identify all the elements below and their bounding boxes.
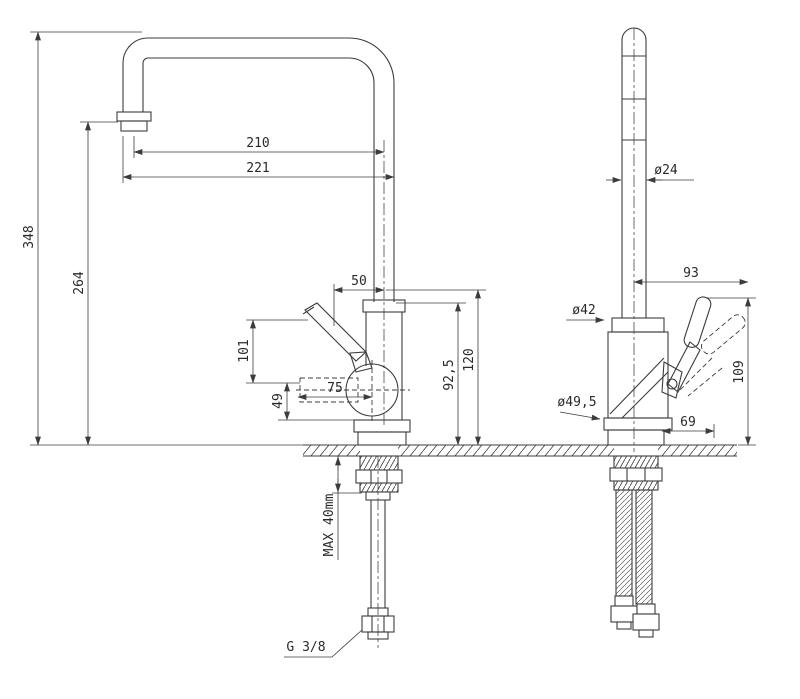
side-base-flange [603, 417, 673, 431]
dim-label-spout-reach: 210 [246, 136, 269, 151]
front-view: 348 264 210 221 50 101 49 75 92,5 120 MA… [22, 31, 486, 658]
front-dimension-lines [30, 31, 486, 658]
side-handle-pivot [666, 378, 678, 390]
supply-hose-left [615, 489, 633, 597]
dim-label-spout-reach-outer: 221 [246, 161, 269, 176]
hose-fitting-right [632, 613, 660, 631]
dim-label-spout-outlet-height: 264 [72, 271, 87, 295]
side-view: ø24 93 ø42 ø49,5 109 69 [557, 27, 756, 638]
dim-label-base-diameter: ø49,5 [557, 395, 596, 410]
countertop [303, 444, 737, 457]
dim-label-top-offset: 50 [351, 274, 367, 289]
dim-label-body-diameter: ø42 [572, 303, 595, 318]
dim-leader-49-5 [559, 411, 601, 421]
dim-label-total-height: 348 [22, 225, 37, 248]
front-spout [116, 37, 395, 302]
dim-label-handle-offset: 69 [680, 415, 696, 430]
dim-label-handle-low: 49 [271, 393, 286, 409]
side-dimension-labels: ø24 93 ø42 ø49,5 109 69 [557, 163, 747, 430]
front-base-flange [353, 419, 411, 433]
dim-label-spout-diameter: ø24 [654, 163, 678, 178]
front-aerator [116, 111, 152, 122]
dim-label-max-deck-thickness: MAX 40mm [322, 494, 337, 557]
side-handle-alt-position [679, 314, 746, 397]
front-hidden-lines [296, 360, 410, 424]
dim-label-thread-size: G 3/8 [286, 640, 325, 655]
dim-label-body-total-height: 120 [462, 348, 477, 371]
dim-label-handle-reach-side: 93 [683, 266, 699, 281]
side-body [603, 317, 683, 446]
dim-label-body-height: 92,5 [442, 359, 457, 390]
side-handle [667, 296, 712, 393]
dim-label-handle-height-side: 109 [732, 360, 747, 383]
front-supply-assembly [355, 455, 403, 640]
front-dimension-labels: 348 264 210 221 50 101 49 75 92,5 120 MA… [22, 136, 477, 655]
front-mounting-nut [355, 469, 403, 484]
thread-leader-line [284, 629, 363, 658]
front-handle [302, 302, 373, 373]
supply-hose-right [635, 489, 653, 605]
dim-label-handle-height: 101 [237, 339, 252, 362]
dim-label-handle-reach: 75 [327, 381, 343, 396]
side-supply-assembly [609, 455, 663, 638]
side-mounting-nut [609, 467, 663, 482]
side-dimension-lines [559, 177, 756, 446]
